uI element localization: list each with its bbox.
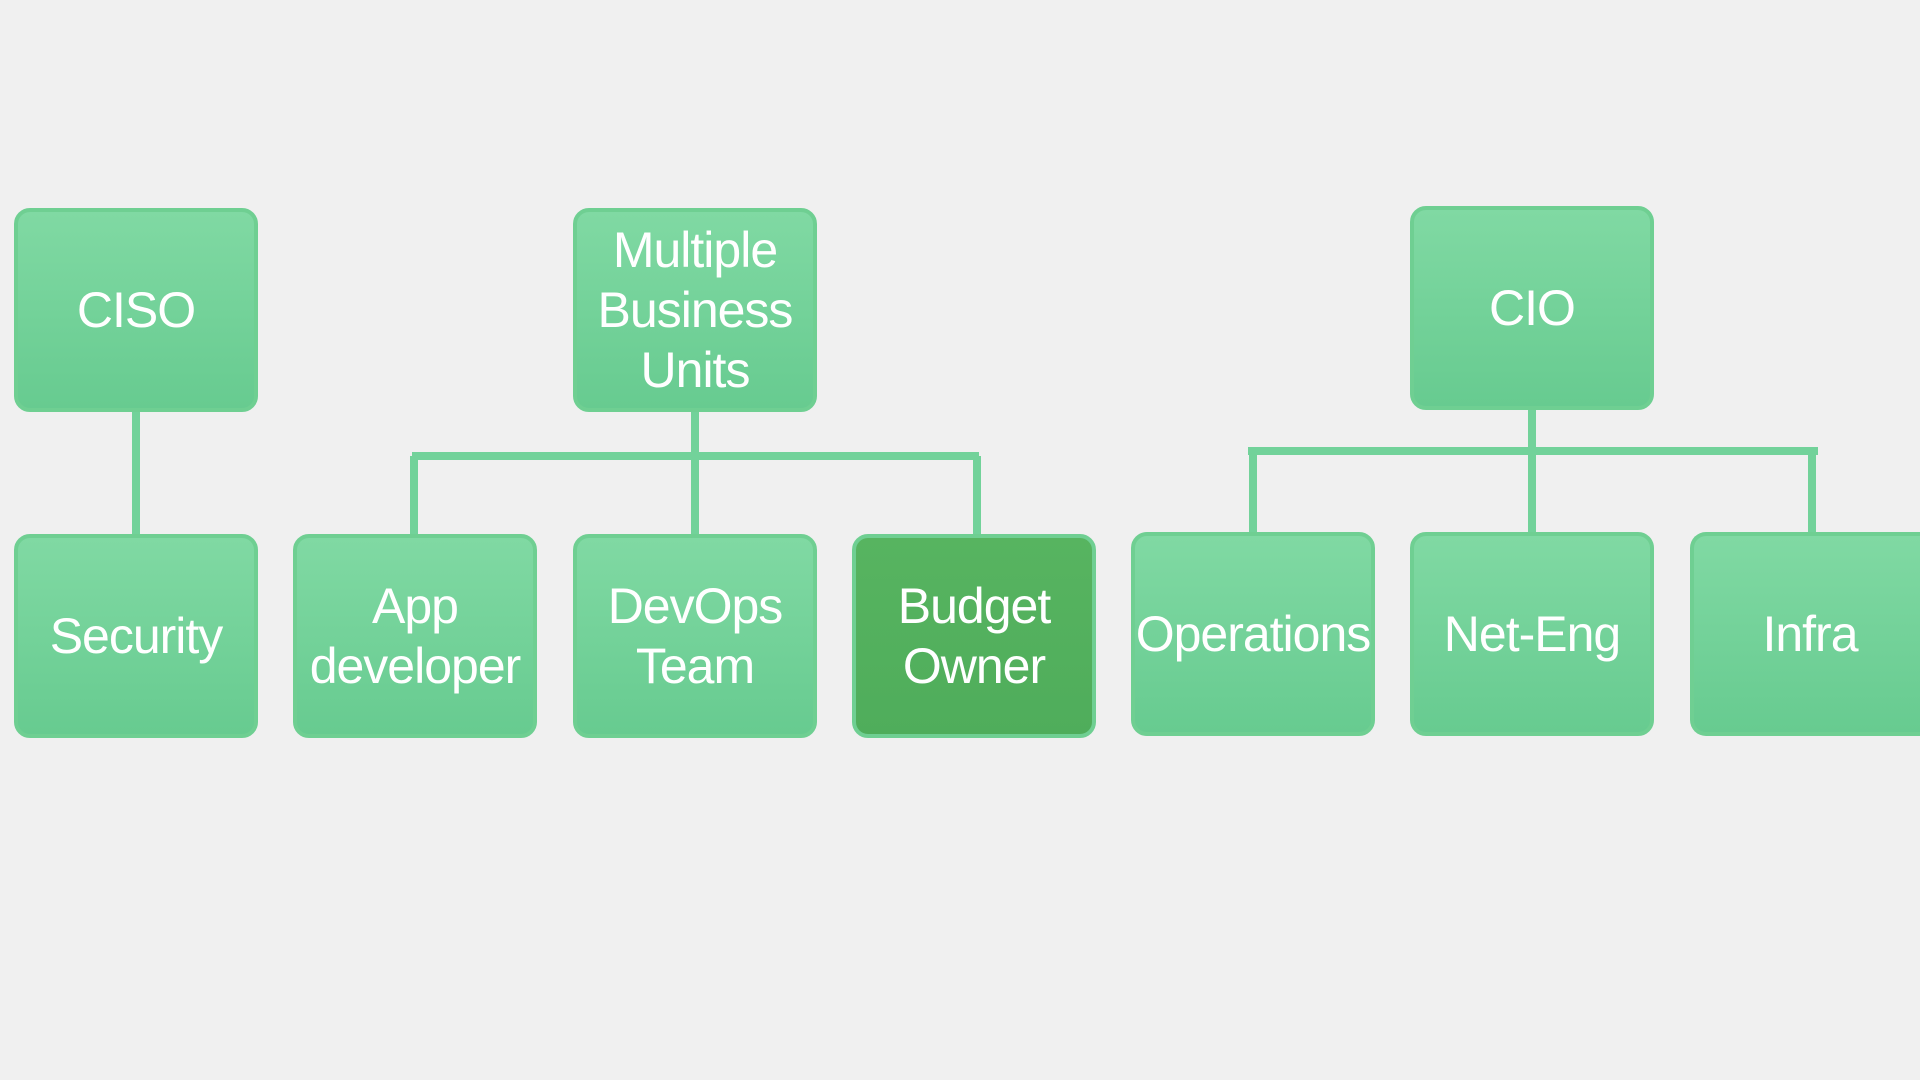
node-devops-team: DevOps Team [573,534,817,738]
node-operations: Operations [1131,532,1375,736]
node-app-developer: App developer [293,534,537,738]
node-cio: CIO [1410,206,1654,410]
node-ciso: CISO [14,208,258,412]
node-multiple-business-units: Multiple Business Units [573,208,817,412]
node-security: Security [14,534,258,738]
node-budget-owner: Budget Owner [852,534,1096,738]
node-net-eng: Net-Eng [1410,532,1654,736]
node-infra: Infra [1690,532,1920,736]
